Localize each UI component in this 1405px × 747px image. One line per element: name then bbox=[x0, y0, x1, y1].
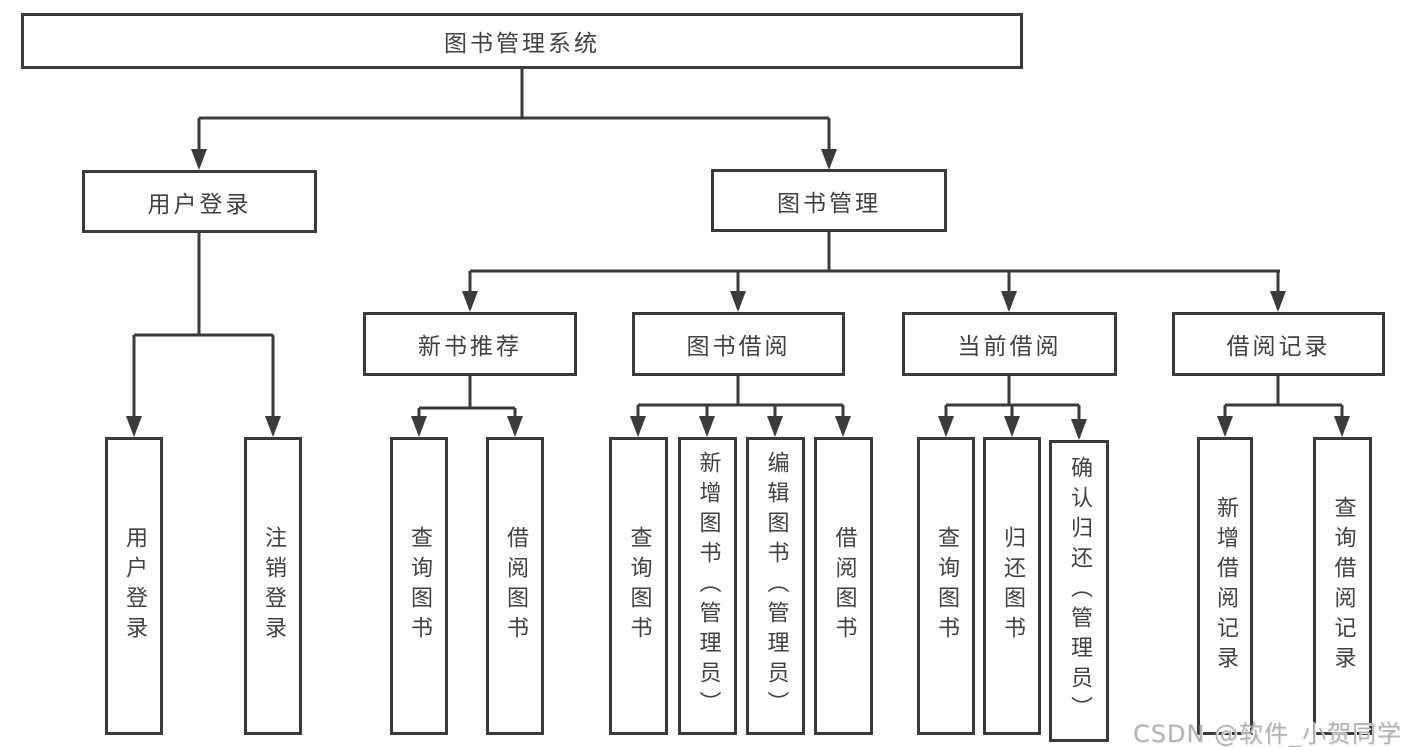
arrowhead-icon bbox=[1071, 419, 1087, 440]
node-add-borrow-record: 新增借阅记录 bbox=[1197, 437, 1253, 735]
node-query-borrow-record-label: 查询借阅记录 bbox=[1330, 496, 1356, 676]
node-book-management: 图书管理 bbox=[711, 169, 947, 232]
arrowhead-icon bbox=[630, 416, 646, 437]
node-query-borrow-record: 查询借阅记录 bbox=[1313, 437, 1372, 735]
node-book-borrowing: 图书借阅 bbox=[632, 312, 845, 376]
arrowhead-icon bbox=[462, 291, 478, 312]
arrowhead-icon bbox=[1004, 416, 1020, 437]
node-book-borrowing-label: 图书借阅 bbox=[686, 334, 791, 360]
node-book-management-label: 图书管理 bbox=[777, 190, 881, 217]
node-logout-action: 注销登录 bbox=[244, 437, 302, 735]
node-user-login: 用户登录 bbox=[82, 170, 317, 233]
node-library-system-label: 图书管理系统 bbox=[444, 31, 600, 57]
node-query-books-recommend: 查询图书 bbox=[390, 437, 448, 735]
node-library-system: 图书管理系统 bbox=[21, 13, 1023, 69]
node-confirm-return-admin: 确认归还（管理员） bbox=[1049, 440, 1109, 742]
arrowhead-icon bbox=[699, 416, 715, 437]
arrowhead-icon bbox=[821, 149, 837, 170]
node-query-books-recommend-label: 查询图书 bbox=[407, 526, 432, 646]
arrowhead-icon bbox=[835, 416, 851, 437]
node-add-borrow-record-label: 新增借阅记录 bbox=[1213, 496, 1238, 676]
arrowhead-icon bbox=[1217, 416, 1233, 437]
arrowhead-icon bbox=[938, 416, 954, 437]
arrowhead-icon bbox=[1270, 291, 1286, 312]
node-confirm-return-admin-label: 确认归还（管理员） bbox=[1067, 456, 1092, 726]
arrowhead-icon bbox=[1001, 291, 1017, 312]
node-edit-books-admin-label: 编辑图书（管理员） bbox=[763, 451, 789, 721]
node-return-books-label: 归还图书 bbox=[1000, 526, 1025, 646]
node-borrow-books-borrow-label: 借阅图书 bbox=[831, 526, 857, 646]
node-query-books-current: 查询图书 bbox=[917, 437, 975, 735]
node-user-login-label: 用户登录 bbox=[147, 191, 252, 218]
node-borrow-books-recommend: 借阅图书 bbox=[486, 437, 544, 735]
node-borrow-books-borrow: 借阅图书 bbox=[814, 437, 873, 735]
node-borrow-books-recommend-label: 借阅图书 bbox=[503, 526, 528, 646]
node-logout-action-label: 注销登录 bbox=[261, 526, 286, 646]
node-add-books-admin-label: 新增图书（管理员） bbox=[695, 451, 721, 721]
csdn-watermark: CSDN @软件_小贺同学 bbox=[1132, 720, 1402, 747]
node-user-login-action: 用户登录 bbox=[105, 437, 163, 735]
node-new-book-recommend: 新书推荐 bbox=[363, 312, 577, 376]
arrowhead-icon bbox=[767, 416, 783, 437]
arrowhead-icon bbox=[411, 416, 427, 437]
node-edit-books-admin: 编辑图书（管理员） bbox=[746, 437, 805, 735]
node-query-books-borrow: 查询图书 bbox=[609, 437, 668, 735]
node-user-login-action-label: 用户登录 bbox=[122, 526, 147, 646]
node-borrowing-records-label: 借阅记录 bbox=[1226, 334, 1331, 360]
arrowhead-icon bbox=[1334, 416, 1350, 437]
node-new-book-recommend-label: 新书推荐 bbox=[418, 334, 522, 360]
arrowhead-icon bbox=[126, 416, 142, 437]
arrowhead-icon bbox=[507, 416, 523, 437]
node-current-borrowing-label: 当前借阅 bbox=[957, 334, 1062, 360]
node-query-books-borrow-label: 查询图书 bbox=[626, 526, 652, 646]
node-borrowing-records: 借阅记录 bbox=[1172, 312, 1385, 376]
arrowhead-icon bbox=[265, 416, 281, 437]
node-return-books: 归还图书 bbox=[983, 437, 1041, 735]
node-add-books-admin: 新增图书（管理员） bbox=[678, 437, 737, 735]
node-current-borrowing: 当前借阅 bbox=[902, 312, 1117, 376]
arrowhead-icon bbox=[730, 291, 746, 312]
node-query-books-current-label: 查询图书 bbox=[934, 526, 959, 646]
arrowhead-icon bbox=[191, 149, 207, 170]
